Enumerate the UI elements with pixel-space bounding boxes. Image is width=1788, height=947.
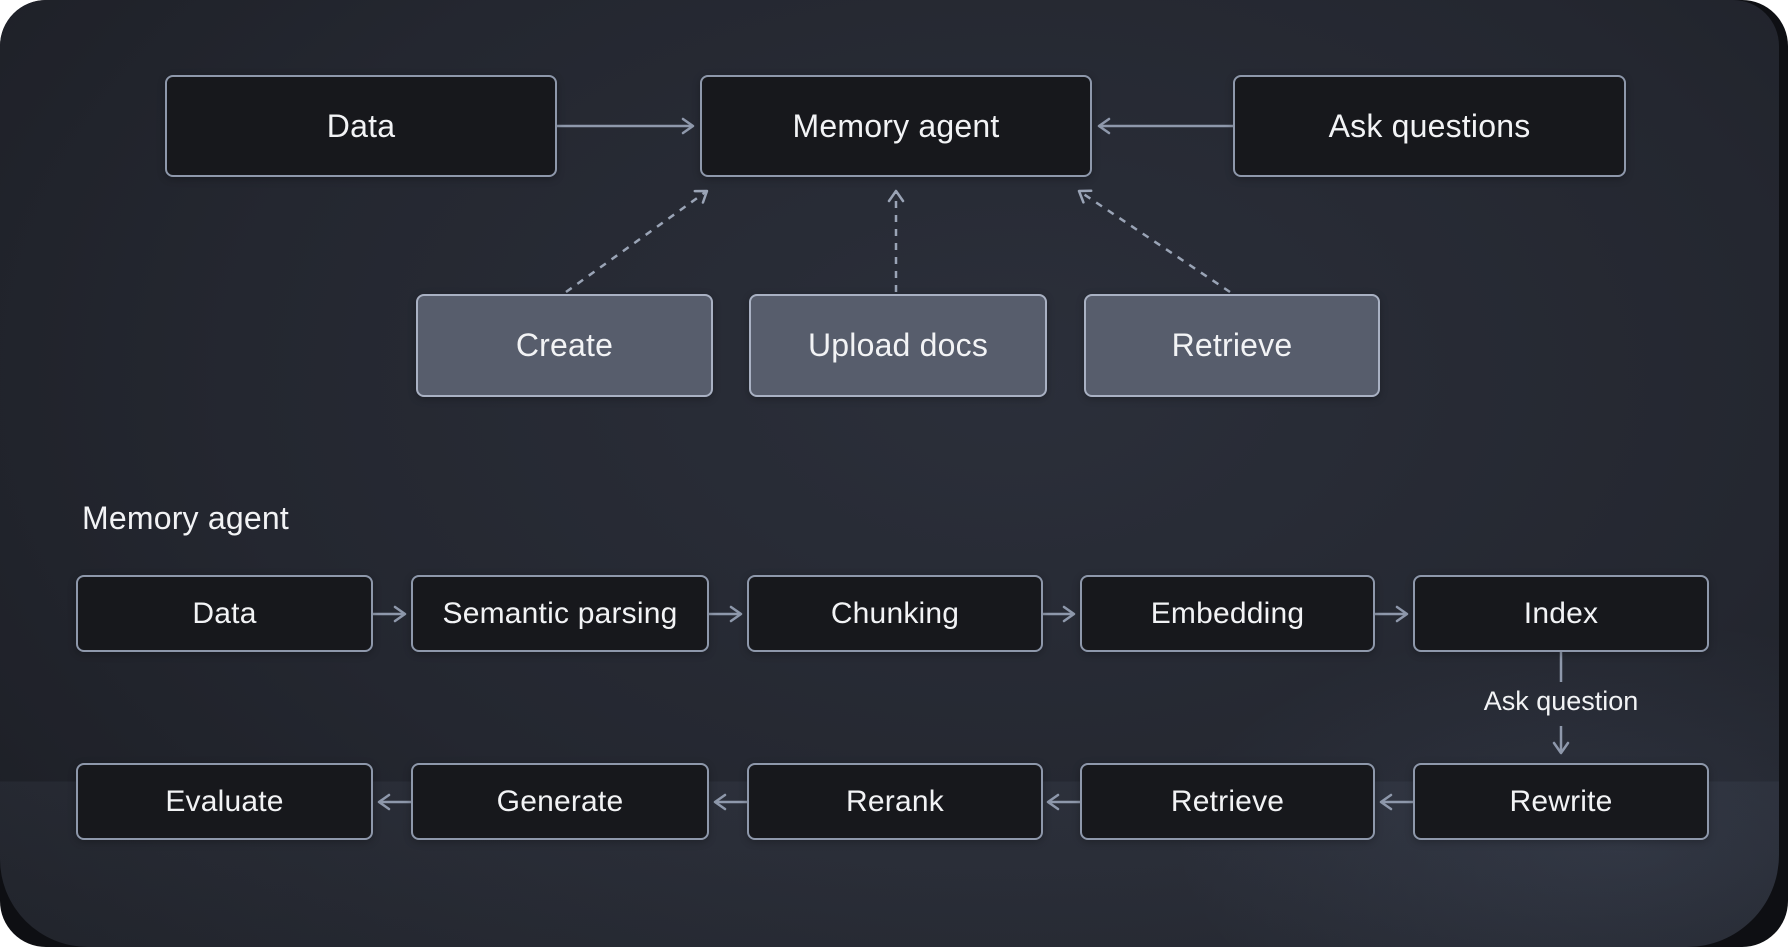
node-pipeline-evaluate: Evaluate — [76, 763, 373, 840]
node-create-action: Create — [416, 294, 713, 397]
node-data-source: Data — [165, 75, 557, 177]
node-pipeline-data: Data — [76, 575, 373, 652]
node-pipeline-rerank: Rerank — [747, 763, 1043, 840]
node-memory-agent: Memory agent — [700, 75, 1092, 177]
node-retrieve-action: Retrieve — [1084, 294, 1380, 397]
node-pipeline-generate: Generate — [411, 763, 709, 840]
node-pipeline-semantic-parsing: Semantic parsing — [411, 575, 709, 652]
node-ask-questions: Ask questions — [1233, 75, 1626, 177]
ask-question-label: Ask question — [1483, 686, 1639, 716]
node-upload-docs-action: Upload docs — [749, 294, 1047, 397]
pipeline-section-title: Memory agent — [82, 500, 289, 536]
node-pipeline-chunking: Chunking — [747, 575, 1043, 652]
node-pipeline-index: Index — [1413, 575, 1709, 652]
node-pipeline-retrieve: Retrieve — [1080, 763, 1375, 840]
node-pipeline-embedding: Embedding — [1080, 575, 1375, 652]
node-pipeline-rewrite: Rewrite — [1413, 763, 1709, 840]
